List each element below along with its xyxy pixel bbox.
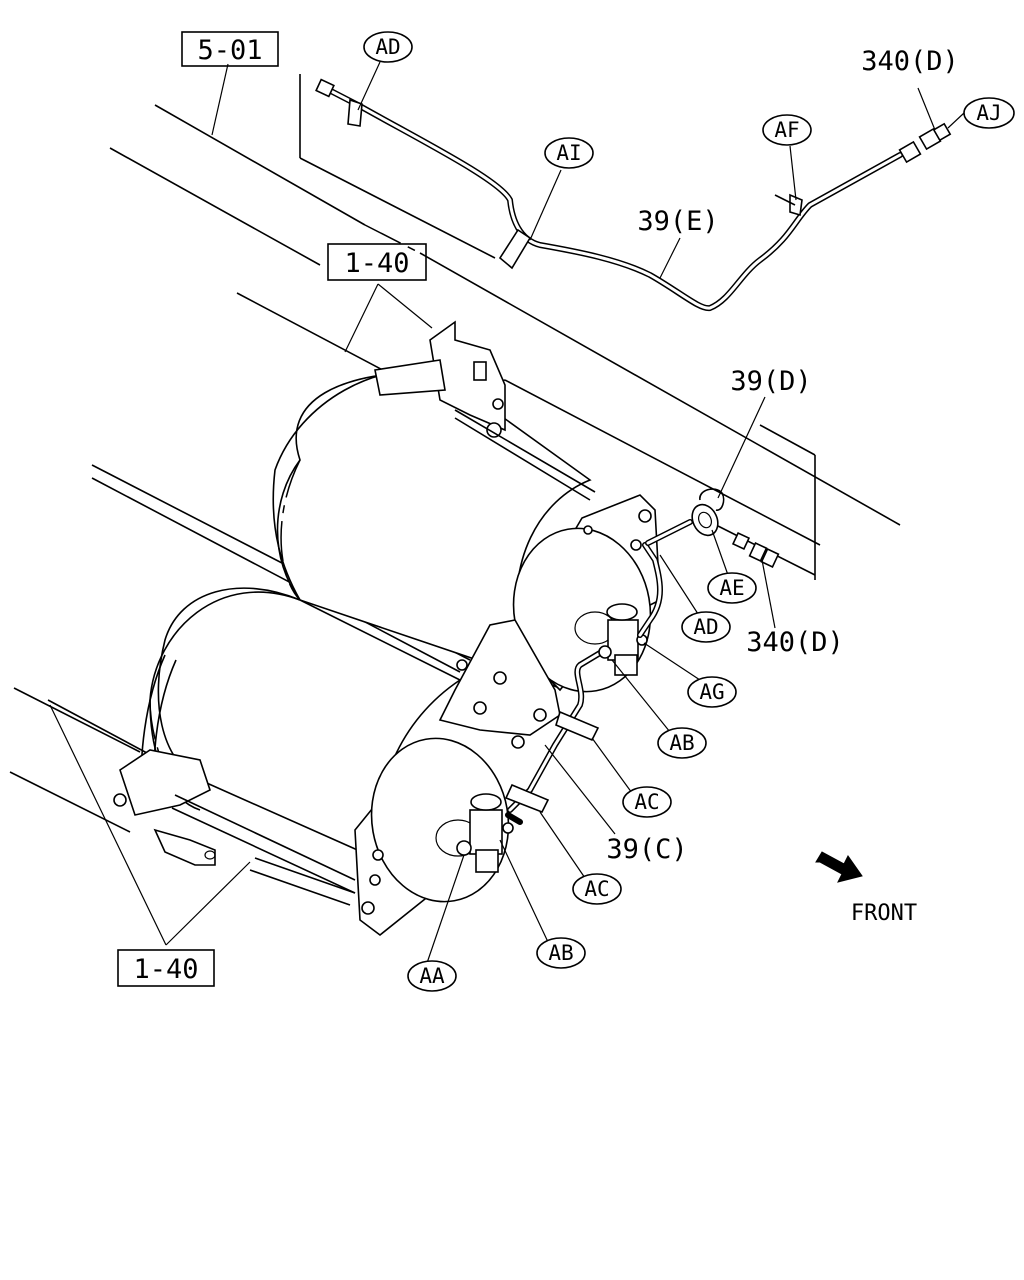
callout-af: AF xyxy=(762,114,812,146)
callout-ab-lower-text: AB xyxy=(548,941,573,965)
callout-ag-text: AG xyxy=(699,680,724,704)
part-340d-mid-label: 340(D) xyxy=(746,627,844,658)
callout-aj-text: AJ xyxy=(976,101,1001,125)
part-39e-label: 39(E) xyxy=(637,206,718,237)
lower-mounting-bracket xyxy=(113,749,356,894)
callout-ac-upper-text: AC xyxy=(634,790,659,814)
callout-ae-text: AE xyxy=(719,576,744,600)
callout-ai: AI xyxy=(544,137,594,169)
upper-mounting-bracket xyxy=(374,320,596,501)
pipe-39e xyxy=(315,78,952,312)
front-direction-indicator: FRONT xyxy=(815,851,917,926)
callout-ad-top-text: AD xyxy=(375,35,400,59)
callout-ac-upper: AC xyxy=(622,786,672,818)
ref-box-5-01: 5-01 xyxy=(181,31,279,67)
pipe-39c xyxy=(504,645,612,825)
callout-ab-lower: AB xyxy=(536,937,586,969)
callout-ai-text: AI xyxy=(556,141,581,165)
ref-5-01-label: 5-01 xyxy=(197,35,262,66)
callout-aj: AJ xyxy=(963,97,1015,129)
ref-1-40-bottom-label: 1-40 xyxy=(133,954,198,985)
lower-air-tank xyxy=(140,587,510,937)
lower-drain-valve xyxy=(456,793,514,873)
front-arrow-icon xyxy=(815,851,863,883)
callout-ac-lower-text: AC xyxy=(584,877,609,901)
callout-ac-lower: AC xyxy=(572,873,622,905)
part-39c-label: 39(C) xyxy=(606,834,687,865)
callout-aa: AA xyxy=(407,960,457,992)
callout-ad-mid-text: AD xyxy=(693,615,718,639)
callout-aa-text: AA xyxy=(419,964,445,988)
callout-ab-upper-text: AB xyxy=(669,731,694,755)
part-39d-label: 39(D) xyxy=(730,366,811,397)
ref-box-1-40-bottom: 1-40 xyxy=(117,949,215,987)
callout-ae: AE xyxy=(707,572,757,604)
middle-mounting-bracket xyxy=(438,619,561,749)
callout-ad-mid: AD xyxy=(681,611,731,643)
ref-1-40-top-label: 1-40 xyxy=(344,248,409,279)
part-340d-top-label: 340(D) xyxy=(861,46,959,77)
callout-af-text: AF xyxy=(774,118,799,142)
callout-ab-upper: AB xyxy=(657,727,707,759)
exploded-view-boundary xyxy=(299,74,816,580)
pipe-39d xyxy=(637,488,816,638)
callout-ag: AG xyxy=(687,676,737,708)
callout-ad-top: AD xyxy=(363,31,413,63)
leader-lines xyxy=(49,61,965,964)
front-label: FRONT xyxy=(851,901,917,926)
ref-box-1-40-top: 1-40 xyxy=(327,243,427,281)
